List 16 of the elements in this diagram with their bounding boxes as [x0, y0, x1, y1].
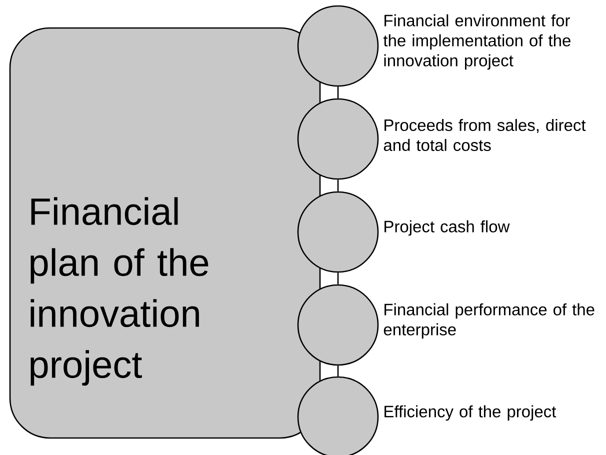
item-text: Efficiency of the project — [384, 405, 556, 421]
item-text: Proceeds from sales, direct and total costs — [384, 118, 586, 152]
circle — [297, 5, 379, 87]
circle — [297, 376, 379, 455]
circle — [297, 191, 379, 273]
circle — [297, 284, 379, 366]
connector-line — [337, 180, 339, 192]
item-text: Financial environment for the implementation of the innovation project — [383, 14, 570, 70]
circle — [297, 98, 379, 180]
item-text: Project cash flow — [384, 220, 510, 236]
connector-line — [337, 86, 339, 98]
connector-line — [337, 272, 339, 284]
node-label: Financial plan of the innovation project — [30, 197, 208, 386]
connector-line — [337, 366, 339, 376]
item-text: Financial performance of the enterprise — [384, 303, 594, 339]
plan-box: Financial plan of the innovation project — [9, 27, 321, 439]
